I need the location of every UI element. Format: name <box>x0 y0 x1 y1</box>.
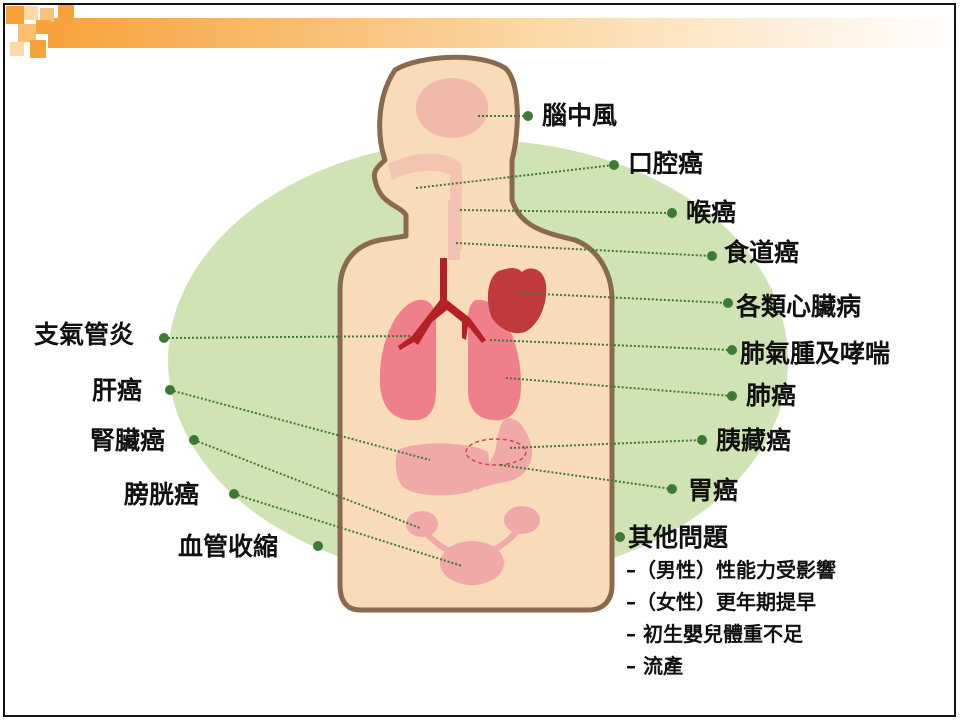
label-heart-disease: 各類心臟病 <box>736 294 861 319</box>
label-stomach-cancer: 胃癌 <box>688 478 738 503</box>
other-problems-title: 其他問題 <box>628 525 728 550</box>
label-stroke: 腦中風 <box>542 103 617 128</box>
brain <box>416 78 488 138</box>
label-lung-cancer: 肺癌 <box>746 383 796 408</box>
label-throat-cancer: 喉癌 <box>686 200 736 225</box>
other-problem-item: – 初生嬰兒體重不足 <box>626 624 803 644</box>
label-esophageal-cancer: 食道癌 <box>724 240 799 265</box>
label-pancreatic-cancer: 胰藏癌 <box>716 428 791 453</box>
label-liver-cancer: 肝癌 <box>92 378 142 403</box>
right-kidney <box>504 506 540 534</box>
bladder <box>440 541 504 585</box>
label-emphysema-asthma: 肺氣腫及哮喘 <box>740 341 890 366</box>
label-bladder-cancer: 膀胱癌 <box>124 482 199 507</box>
esophagus <box>448 200 460 260</box>
label-vasoconstriction: 血管收縮 <box>178 534 278 559</box>
other-problem-item: – 流產 <box>626 656 683 676</box>
label-kidney-cancer: 腎臟癌 <box>90 428 165 453</box>
label-oral-cancer: 口腔癌 <box>628 151 703 176</box>
other-problem-item: –（女性）更年期提早 <box>626 592 816 612</box>
label-bronchitis: 支氣管炎 <box>34 322 134 347</box>
other-problem-item: –（男性）性能力受影響 <box>626 560 836 580</box>
